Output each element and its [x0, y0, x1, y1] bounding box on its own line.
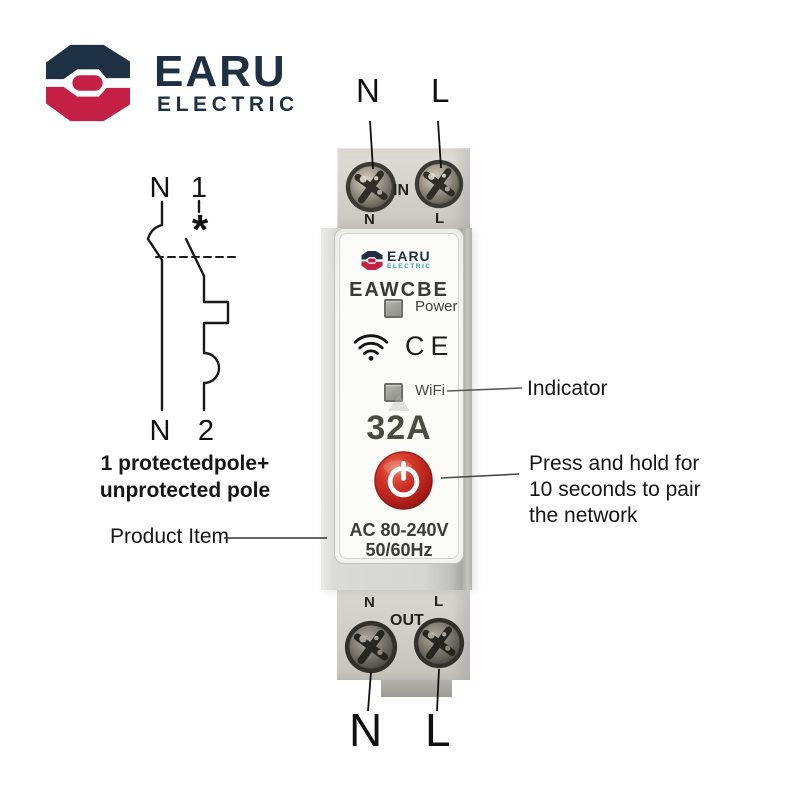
brand-logo: EARU ELECTRIC	[44, 36, 314, 131]
terminal-screw-out-l	[413, 617, 465, 669]
indicator-label: Indicator	[527, 377, 608, 400]
device-brand-logo: EARU ELECTRIC	[361, 245, 441, 275]
in-label: IN	[393, 182, 409, 199]
frequency-label: 50/60Hz	[365, 540, 433, 560]
diagram-star: *	[192, 206, 209, 253]
in-terminal-l-label: L	[435, 210, 445, 227]
diagram-label-2: 2	[198, 415, 214, 447]
top-terminal-letter-n: N	[356, 72, 380, 109]
brand-wordmark: EARU	[154, 47, 287, 96]
wifi-led-indicator	[384, 383, 403, 402]
press-hold-note: Press and hold for 10 seconds to pair th…	[529, 451, 701, 529]
press-hold-line3: the network	[529, 504, 638, 527]
out-terminal-l-label: L	[434, 593, 444, 610]
bottom-terminal-letter-n: N	[349, 704, 383, 756]
device-brand-text: EARU	[387, 248, 431, 265]
brand-subtitle: ELECTRIC	[157, 93, 299, 116]
terminal-screw-in-n	[345, 161, 397, 213]
diagram-label-1: 1	[191, 172, 207, 204]
diagram-label-n-bottom: N	[150, 415, 171, 447]
wifi-signal-icon	[353, 334, 389, 361]
watermark-triangle-icon	[388, 395, 410, 411]
power-button	[374, 451, 433, 510]
wiring-diagram: N 1 * N 2	[146, 172, 241, 447]
earu-logo-icon	[46, 44, 130, 122]
voltage-label: AC 80-240V	[349, 520, 449, 540]
top-terminal-letter-l: L	[431, 72, 450, 109]
diagram-pole-right	[184, 237, 230, 412]
current-rating: 32A	[366, 409, 432, 447]
ce-mark: CE	[405, 331, 455, 361]
power-led-indicator	[384, 299, 403, 318]
product-item-label: Product Item	[110, 525, 230, 548]
in-terminal-n-label: N	[364, 211, 375, 228]
press-hold-line1: Press and hold for	[529, 452, 700, 475]
wifi-led-label: WiFi	[415, 382, 445, 399]
pole-caption-line1: 1 protectedpole+	[100, 452, 270, 475]
breaker-front-panel: EARU ELECTRIC EAWCBE Power CE WiFi 32A	[334, 228, 464, 564]
press-hold-line2: 10 seconds to pair	[529, 478, 701, 501]
out-label: OUT	[390, 612, 424, 629]
device-model: EAWCBE	[349, 279, 449, 301]
power-icon	[387, 460, 420, 498]
power-led-label: Power	[415, 298, 458, 315]
terminal-screw-in-l	[414, 159, 464, 209]
out-terminal-n-label: N	[364, 594, 375, 611]
device-brand-subtitle: ELECTRIC	[387, 263, 432, 271]
terminal-screw-out-n	[344, 620, 398, 674]
din-rail-clip	[381, 680, 452, 697]
diagram-label-n-top: N	[150, 172, 171, 204]
diagram-pole-left	[146, 200, 164, 412]
pole-caption-line2: unprotected pole	[99, 479, 271, 502]
bottom-terminal-letter-l: L	[425, 704, 451, 756]
earu-logo-icon-small	[361, 250, 383, 270]
